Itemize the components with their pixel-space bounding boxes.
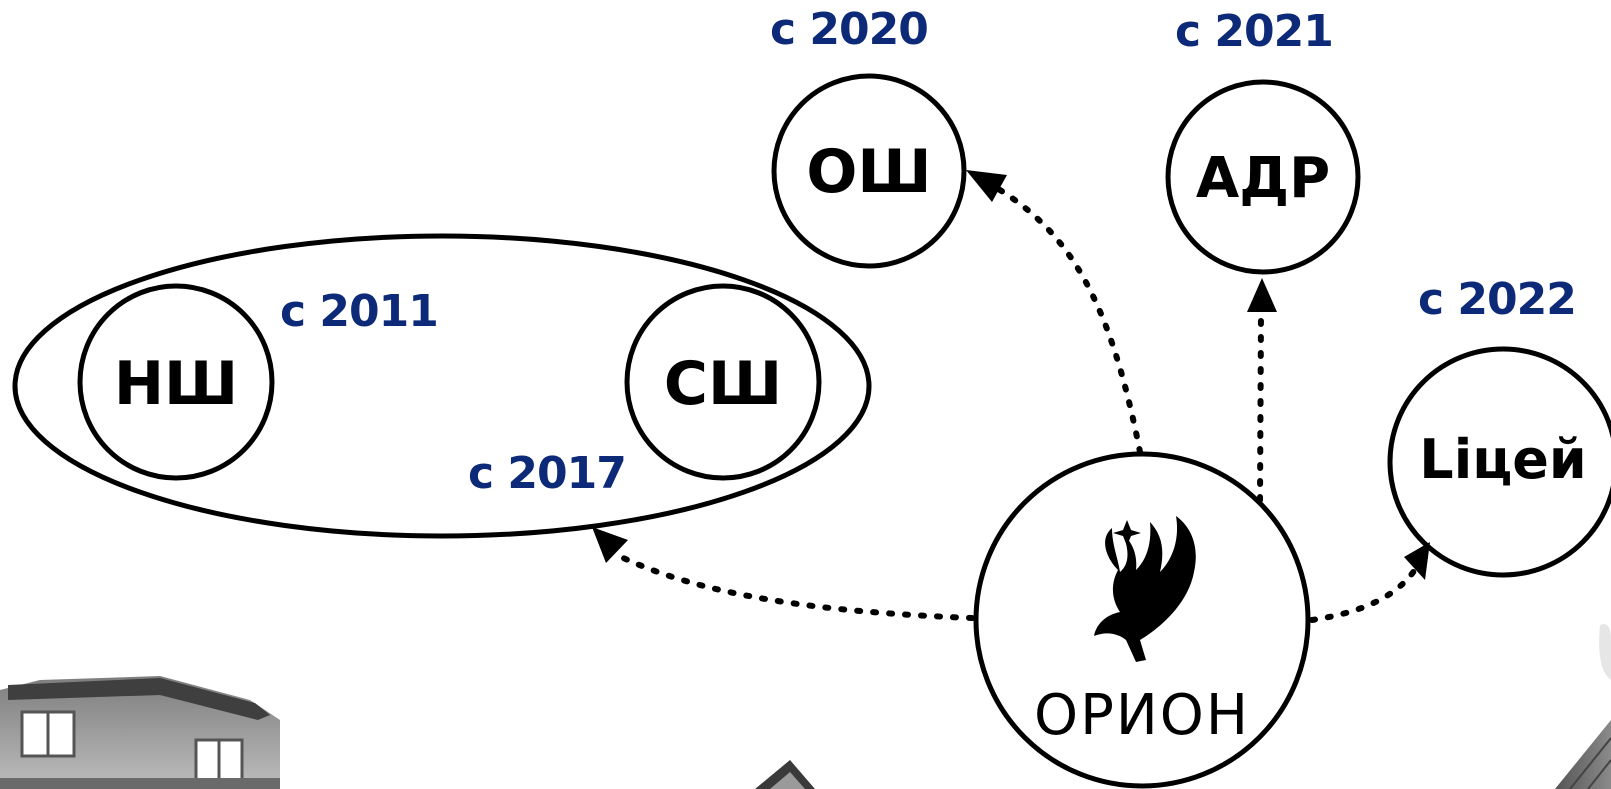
arrow-orion-to-adr	[1257, 309, 1264, 503]
roof-fragment-right-photo	[1555, 624, 1611, 789]
year-label-ssh: с 2017	[468, 448, 627, 499]
school-building-photo	[0, 676, 280, 789]
arrow-orion-to-school-group	[612, 551, 975, 621]
osh-label: ОШ	[806, 137, 932, 207]
nsh-label: НШ	[113, 349, 239, 419]
arrowhead-licey	[1404, 542, 1430, 580]
year-label-licey: с 2022	[1418, 274, 1577, 325]
nsh-node	[77, 283, 275, 481]
year-label-osh: с 2020	[770, 4, 929, 55]
arrowhead-school-group	[592, 527, 628, 563]
ssh-node	[624, 283, 822, 481]
roof-fragment-photo	[755, 760, 815, 789]
osh-node	[771, 73, 967, 269]
school-group-ellipse	[12, 233, 872, 539]
adr-node	[1165, 79, 1361, 275]
licey-label: Lіцей	[1419, 428, 1587, 491]
year-label-nsh: с 2011	[280, 286, 439, 337]
orion-label: ОРИОН	[1034, 683, 1250, 748]
arrowhead-adr	[1247, 278, 1277, 312]
year-label-adr: с 2021	[1175, 6, 1334, 57]
ssh-label: СШ	[663, 349, 783, 419]
arrow-orion-to-osh	[987, 181, 1143, 455]
arrowhead-osh	[966, 170, 1007, 202]
licey-node	[1387, 346, 1611, 578]
eagle-logo-icon	[1094, 516, 1196, 662]
arrow-orion-to-licey	[1309, 562, 1421, 623]
adr-label: АДР	[1195, 146, 1331, 211]
